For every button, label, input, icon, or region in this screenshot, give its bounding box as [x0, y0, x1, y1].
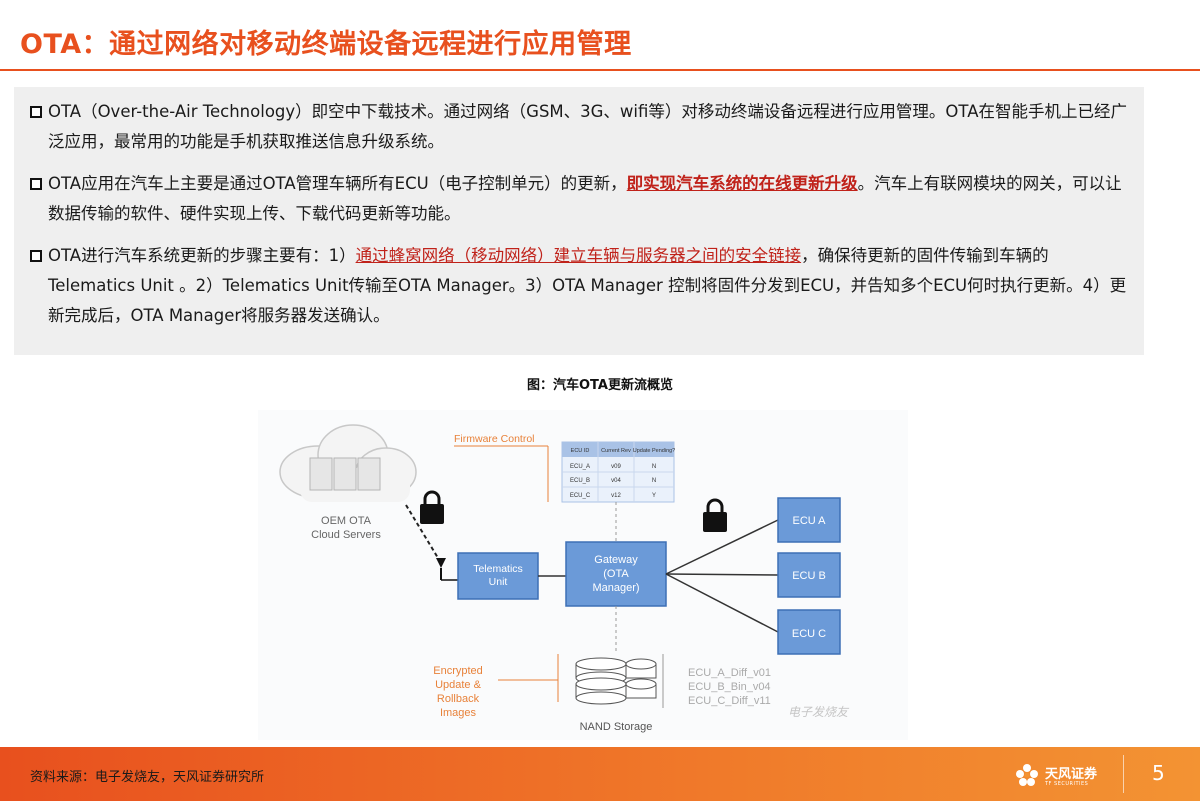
nand-storage-label: NAND Storage [580, 721, 653, 733]
cloud-icon [279, 424, 417, 502]
bullet-paragraph-2: OTA应用在汽车上主要是通过OTA管理车辆所有ECU（电子控制单元）的更新，即实… [30, 169, 1130, 229]
lock-icon [420, 490, 444, 524]
table-header-ecu-id: ECU ID [571, 448, 590, 454]
company-logo: 天风证券 TF SECURITIES [1013, 759, 1113, 791]
database-icon [575, 657, 657, 705]
title-underline [0, 69, 1200, 71]
table-header-update-pending: Update Pending? [633, 448, 676, 454]
page-title: OTA：通过网络对移动终端设备远程进行应用管理 [20, 29, 632, 60]
table-header-current-rev: Current Rev [601, 448, 631, 454]
encrypted-label-2: Update & [435, 679, 482, 691]
table-cell: ECU_C [570, 493, 591, 499]
ecu-a-label: ECU A [792, 515, 826, 527]
bullet-paragraph-3: OTA进行汽车系统更新的步骤主要有：1）通过蜂窝网络（移动网络）建立车辆与服务器… [30, 241, 1130, 331]
ecu-c-box [777, 609, 841, 655]
bullet-paragraph-1: OTA（Over-the-Air Technology）即空中下载技术。通过网络… [30, 97, 1130, 157]
table-cell: v09 [611, 464, 621, 470]
wireless-link-line [405, 504, 439, 559]
telematics-label-1: Telematics [473, 563, 523, 575]
gateway-ecu-c-link [665, 573, 779, 633]
table-cell: v04 [611, 478, 621, 484]
logo-subtitle: TF SECURITIES [1045, 781, 1089, 787]
diff-file-2: ECU_B_Bin_v04 [688, 681, 771, 693]
diff-file-1: ECU_A_Diff_v01 [688, 667, 771, 679]
page-number: 5 [1152, 761, 1165, 785]
paragraph-2-text-end: 。汽车上有联网模块的网关，可以让数据传输的软件、硬件实现上传、下载代码更新等功能… [48, 174, 1122, 223]
paragraph-3-highlight: 通过蜂窝网络（移动网络）建立车辆与服务器之间的安全链接 [355, 246, 802, 265]
antenna-icon [436, 558, 458, 581]
paragraph-3-text-end: ，确保待更新的固件传输到车辆的Telematics Unit 。2）Telema… [48, 246, 1127, 325]
table-cell: ECU_B [570, 478, 590, 484]
cloud-label-2: Cloud Servers [311, 529, 381, 541]
diff-file-3: ECU_C_Diff_v11 [688, 695, 771, 707]
table-cell: Y [652, 493, 656, 499]
lock-icon [703, 498, 727, 532]
source-note: 资料来源：电子发烧友，天风证券研究所 [30, 770, 265, 785]
logo-name: 天风证券 [1045, 767, 1098, 782]
table-cell: N [652, 464, 656, 470]
firmware-control-label: Firmware Control [454, 433, 535, 445]
square-bullet-icon [30, 178, 42, 190]
ecu-a-box [777, 497, 841, 543]
firmware-table [561, 441, 675, 503]
encrypted-label-3: Rollback [437, 693, 480, 705]
cloud-label-1: OEM OTA [321, 515, 372, 527]
flower-logo-icon [1016, 764, 1038, 786]
watermark-text: 电子发烧友 [788, 705, 850, 719]
telematics-unit-box [457, 552, 539, 600]
summary-box: OTA（Over-the-Air Technology）即空中下载技术。通过网络… [14, 87, 1144, 355]
ecu-c-label: ECU C [792, 628, 826, 640]
gateway-label-3: Manager) [592, 582, 639, 594]
paragraph-1-text: OTA（Over-the-Air Technology）即空中下载技术。通过网络… [48, 102, 1127, 151]
square-bullet-icon [30, 250, 42, 262]
table-cell: ECU_A [570, 464, 590, 470]
gateway-label-2: (OTA [603, 568, 629, 580]
figure-caption: 图：汽车OTA更新流概览 [527, 378, 673, 393]
ecu-b-label: ECU B [792, 570, 826, 582]
gateway-ecu-b-link [665, 573, 779, 576]
footer-divider [1123, 755, 1124, 793]
paragraph-2-text-start: OTA应用在汽车上主要是通过OTA管理车辆所有ECU（电子控制单元）的更新， [48, 174, 627, 193]
gateway-ecu-a-link [665, 519, 779, 575]
ota-flow-diagram: OEM OTA Cloud Servers Telematics Unit Ga… [258, 410, 908, 740]
paragraph-3-text-start: OTA进行汽车系统更新的步骤主要有：1） [48, 246, 356, 265]
gateway-box [565, 541, 667, 607]
table-cell: v12 [611, 493, 621, 499]
telematics-label-2: Unit [489, 576, 508, 588]
square-bullet-icon [30, 106, 42, 118]
encrypted-label-1: Encrypted [433, 665, 483, 677]
ecu-b-box [777, 552, 841, 598]
footer-bar: 资料来源：电子发烧友，天风证券研究所 天风证券 TF SECURITIES 5 [0, 747, 1200, 801]
encrypted-label-4: Images [440, 707, 477, 719]
gateway-label-1: Gateway [594, 554, 638, 566]
paragraph-2-highlight: 即实现汽车系统的在线更新升级 [626, 174, 858, 193]
table-cell: N [652, 478, 656, 484]
